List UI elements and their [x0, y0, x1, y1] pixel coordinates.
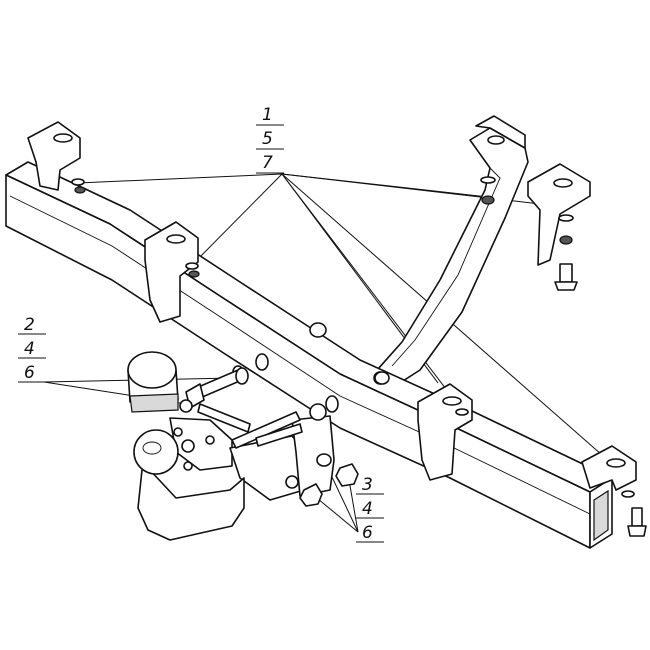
far-right-bracket-slot [606, 458, 626, 468]
nut-left [179, 399, 193, 413]
bolt-right-head [554, 281, 578, 291]
leader-top-1 [77, 173, 283, 184]
ball-neck [137, 467, 245, 541]
ball-cover-top [127, 351, 177, 389]
bolt-far-right-head [627, 525, 647, 537]
middle-right-bracket-slot [442, 396, 462, 406]
top-left-bracket [27, 121, 81, 191]
nut-1 [74, 186, 86, 194]
mount-plate-hole-4 [173, 427, 183, 437]
nut-3 [481, 195, 495, 205]
top-left-bracket-slot [53, 133, 73, 143]
pin-1 [197, 403, 251, 433]
mount-plate [169, 417, 233, 471]
ball-cover-band [129, 393, 179, 413]
callout-bottom-label-2: 4 [362, 499, 373, 519]
washer-1 [71, 178, 85, 186]
beam-tube-opening [593, 489, 609, 542]
washer-4 [558, 214, 574, 222]
callout-left-label-3: 6 [24, 363, 35, 383]
beam-top-nut [309, 322, 327, 338]
fasteners [71, 176, 647, 537]
beam-hole-3 [325, 395, 339, 413]
ball-cover-kit [127, 351, 303, 449]
leader-top-5 [281, 173, 463, 411]
callout-left-label-2: 4 [24, 339, 35, 359]
tow-ball [133, 429, 179, 475]
mount-bracket [291, 415, 335, 497]
callout-top-label-2: 5 [262, 129, 273, 149]
bolt-right-shank [559, 263, 573, 283]
middle-left-bracket [144, 221, 199, 323]
washer-3 [480, 176, 496, 184]
mount-plate-hole-1 [181, 439, 195, 453]
mount-bracket-hole [309, 403, 327, 421]
middle-right-bracket [417, 383, 473, 481]
pin-2 [231, 411, 301, 449]
washer-left [235, 367, 249, 385]
callout-left: 2 4 6 [18, 315, 46, 383]
washer-2 [185, 262, 199, 270]
beam-hole-1 [255, 353, 269, 371]
far-right-bracket [581, 445, 637, 491]
washer-5 [455, 408, 469, 416]
nut-2 [188, 270, 200, 278]
brace-bracket-slot [487, 135, 505, 145]
nut-5 [374, 371, 390, 385]
callout-top: 1 5 7 [256, 105, 284, 174]
bottom-fasteners [285, 453, 359, 507]
pin-3 [255, 423, 303, 447]
bottom-nut-2 [299, 483, 323, 507]
mount-plate-hole-3 [183, 461, 193, 471]
right-bracket [527, 163, 591, 266]
washer-6 [621, 490, 635, 498]
callout-top-label-3: 7 [262, 153, 273, 173]
leader-top-4 [281, 173, 567, 208]
diagonal-brace [369, 115, 529, 389]
bottom-washer-2 [285, 475, 299, 489]
callout-left-label-1: 2 [24, 315, 35, 335]
tow-ball-mount [133, 403, 335, 541]
callout-bottom-label-1: 3 [362, 475, 373, 495]
leader-top-2 [191, 173, 283, 266]
bolt-far-right-shank [631, 507, 643, 527]
callout-top-label-1: 1 [262, 105, 273, 125]
bottom-washer-1 [316, 453, 332, 467]
middle-left-bracket-slot [166, 234, 186, 244]
nut-4 [559, 235, 573, 245]
right-bracket-slot [553, 178, 573, 188]
bottom-nut-1 [335, 463, 359, 487]
mount-plate-hole-2 [205, 435, 215, 445]
callout-bottom-label-3: 6 [362, 523, 373, 543]
callout-bottom: 3 4 6 [356, 475, 384, 543]
